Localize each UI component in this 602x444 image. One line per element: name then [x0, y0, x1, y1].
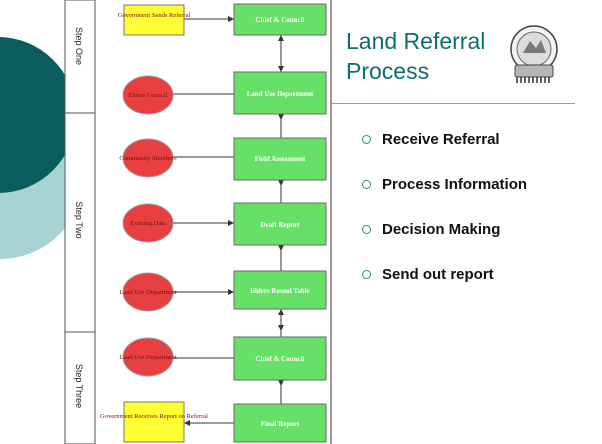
- svg-text:Elders Round Table: Elders Round Table: [250, 287, 310, 295]
- svg-text:Elders Council: Elders Council: [129, 92, 168, 99]
- bullet-circle-icon: [362, 225, 371, 234]
- slide-title: Land Referral Process: [346, 26, 514, 86]
- svg-text:Government Receives Report on: Government Receives Report on Referral: [100, 413, 208, 420]
- slide-title-line1: Land Referral: [346, 28, 486, 54]
- yellow-box-government-receives: Government Receives Report on Referral: [100, 401, 208, 443]
- title-divider: [331, 103, 575, 104]
- svg-text:Draft Report: Draft Report: [260, 221, 300, 229]
- step-one-label: Step One: [74, 27, 84, 65]
- box-draft-report: Draft Report: [233, 202, 327, 246]
- circle-community-members: Community Members: [119, 138, 177, 178]
- circle-land-use-department: Land Use Department: [119, 272, 177, 312]
- svg-text:Chief & Council: Chief & Council: [256, 16, 305, 24]
- bullet-item: Process Information: [362, 176, 527, 221]
- svg-text:Land Use Department: Land Use Department: [247, 90, 314, 98]
- bullet-circle-icon: [362, 135, 371, 144]
- box-chief-council: Chief & Council: [233, 3, 327, 36]
- seal-icon: [510, 25, 558, 83]
- svg-text:Community Members: Community Members: [119, 155, 177, 162]
- svg-text:Land Use Department: Land Use Department: [119, 354, 177, 361]
- svg-text:Field Assessment: Field Assessment: [255, 155, 306, 163]
- bullet-item: Receive Referral: [362, 131, 527, 176]
- step-three-label: Step Three: [74, 364, 84, 408]
- yellow-box-government-sends: Government Sends Referral: [118, 4, 191, 36]
- bullet-list: Receive Referral Process Information Dec…: [362, 131, 527, 311]
- bullet-circle-icon: [362, 180, 371, 189]
- box-chief-council-second: Chief & Council: [233, 336, 327, 381]
- svg-text:Existing Data: Existing Data: [130, 220, 166, 227]
- circle-existing-data: Existing Data: [122, 203, 174, 243]
- arrowheads: [278, 35, 284, 386]
- svg-text:Chief & Council: Chief & Council: [256, 355, 305, 363]
- step-two-label: Step Two: [74, 201, 84, 238]
- circle-elders-council: Elders Council: [122, 75, 174, 115]
- bullet-item: Decision Making: [362, 221, 527, 266]
- box-final-report: Final Report: [233, 403, 327, 443]
- box-land-use-department: Land Use Department: [233, 71, 327, 115]
- bullet-circle-icon: [362, 270, 371, 279]
- circle-land-use-department: Land Use Department: [119, 337, 177, 377]
- slide-title-line2: Process: [346, 58, 430, 84]
- step-column: [64, 0, 96, 444]
- svg-text:Land Use Department: Land Use Department: [119, 289, 177, 296]
- svg-text:Government Sends Referral: Government Sends Referral: [118, 12, 191, 19]
- svg-text:Final Report: Final Report: [261, 420, 300, 428]
- box-field-assessment: Field Assessment: [233, 137, 327, 181]
- bullet-item: Send out report: [362, 266, 527, 311]
- box-elders-round-table: Elders Round Table: [233, 270, 327, 310]
- decor-circle-dark: [0, 37, 76, 193]
